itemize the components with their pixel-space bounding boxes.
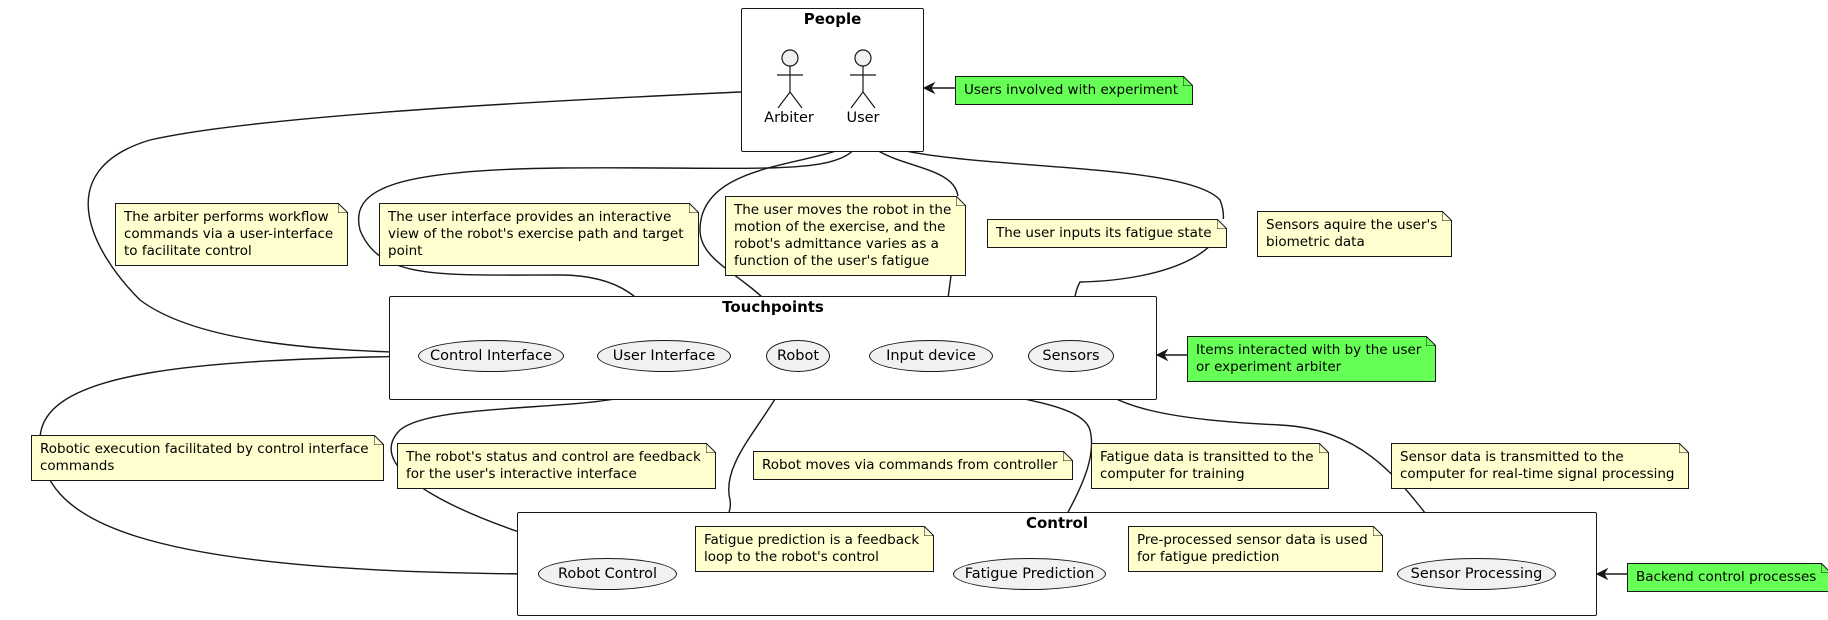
arbiter-actor-label: Arbiter	[764, 110, 814, 126]
note-fold-icon	[956, 196, 967, 206]
note-fold-icon	[1216, 219, 1227, 229]
people-package: People	[741, 8, 924, 152]
user-actor-label: User	[846, 110, 880, 126]
note-fold-icon	[1183, 76, 1194, 86]
ui-view-note: The user interface provides an interacti…	[379, 203, 699, 266]
note-fold-icon	[705, 443, 716, 453]
sensors-usecase: Sensors	[1028, 340, 1114, 372]
note-fold-icon	[338, 203, 349, 213]
touchpoints-package-title: Touchpoints	[722, 298, 824, 316]
arbiter-to-control-interface-link	[87, 90, 764, 359]
fatigue-prediction-usecase: Fatigue Prediction	[953, 558, 1106, 590]
note-fold-icon	[924, 526, 935, 536]
note-fold-icon	[1426, 336, 1437, 346]
control-interface-usecase: Control Interface	[418, 340, 564, 372]
fatigue-transmit-note: Fatigue data is transitted to the comput…	[1091, 443, 1329, 489]
preprocessed-note: Pre-processed sensor data is used for fa…	[1128, 526, 1383, 572]
note-fold-icon	[1062, 451, 1073, 461]
note-fold-icon	[1372, 526, 1383, 536]
user-robot-link	[699, 128, 868, 342]
touchpoints-group-note: Items interacted with by the user or exp…	[1187, 336, 1437, 382]
robot-usecase: Robot	[766, 340, 830, 372]
robot-control-usecase: Robot Control	[538, 558, 677, 590]
people-package-title: People	[803, 10, 862, 28]
people-group-note: Users involved with experiment	[955, 76, 1194, 105]
sensors-acquire-note: Sensors aquire the user's biometric data	[1257, 211, 1453, 257]
note-fold-icon	[1442, 211, 1453, 221]
robot-motion-note: The user moves the robot in the motion o…	[725, 196, 967, 276]
sensor-processing-usecase: Sensor Processing	[1397, 558, 1556, 590]
sensor-transmit-note: Sensor data is transmitted to the comput…	[1391, 443, 1690, 489]
robot-moves-note: Robot moves via commands from controller	[753, 451, 1073, 480]
control-package-title: Control	[1025, 514, 1088, 532]
status-feedback-note: The robot's status and control are feedb…	[397, 443, 716, 489]
user-interface-usecase: User Interface	[597, 340, 731, 372]
note-fold-icon	[1679, 443, 1690, 453]
note-fold-icon	[1318, 443, 1329, 453]
robotic-execution-note: Robotic execution facilitated by control…	[31, 435, 384, 481]
note-fold-icon	[1821, 563, 1828, 573]
user-actor-icon	[850, 49, 876, 109]
note-fold-icon	[373, 435, 384, 445]
fatigue-input-note: The user inputs its fatigue state	[987, 219, 1227, 248]
arbiter-workflow-note: The arbiter performs workflow commands v…	[115, 203, 349, 266]
arbiter-actor-icon	[777, 49, 803, 109]
control-group-note: Backend control processes	[1627, 563, 1828, 592]
fatigue-feedback-note: Fatigue prediction is a feedback loop to…	[695, 526, 935, 572]
input-device-usecase: Input device	[869, 340, 993, 372]
note-fold-icon	[688, 203, 699, 213]
user-sensors-link	[860, 128, 1225, 343]
